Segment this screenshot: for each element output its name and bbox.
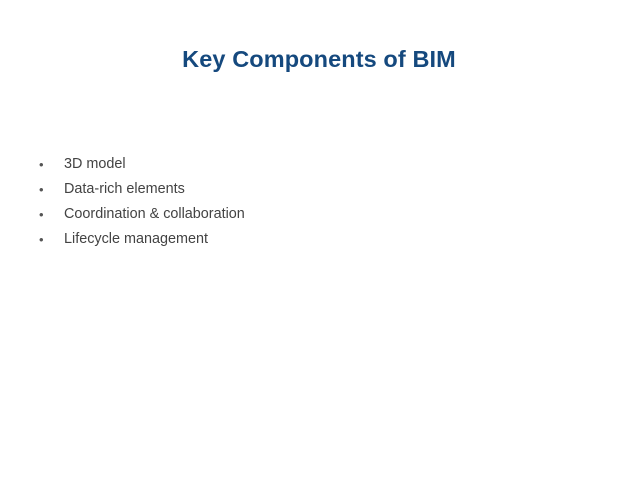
list-item: • Data-rich elements [36, 177, 596, 202]
list-item-label: 3D model [64, 156, 126, 172]
page-title: Key Components of BIM [182, 46, 456, 72]
bullet-dot-icon: • [39, 182, 44, 197]
bullet-list: • 3D model • Data-rich elements • Coordi… [36, 152, 596, 252]
bullet-dot-icon: • [39, 232, 44, 247]
list-item: • Coordination & collaboration [36, 202, 596, 227]
list-item: • Lifecycle management [36, 227, 596, 252]
bullet-dot-icon: • [39, 157, 44, 172]
list-item-label: Data-rich elements [64, 181, 185, 197]
bullet-dot-icon: • [39, 207, 44, 222]
list-item-label: Lifecycle management [64, 231, 208, 247]
list-item-label: Coordination & collaboration [64, 206, 245, 222]
list-item: • 3D model [36, 152, 596, 177]
